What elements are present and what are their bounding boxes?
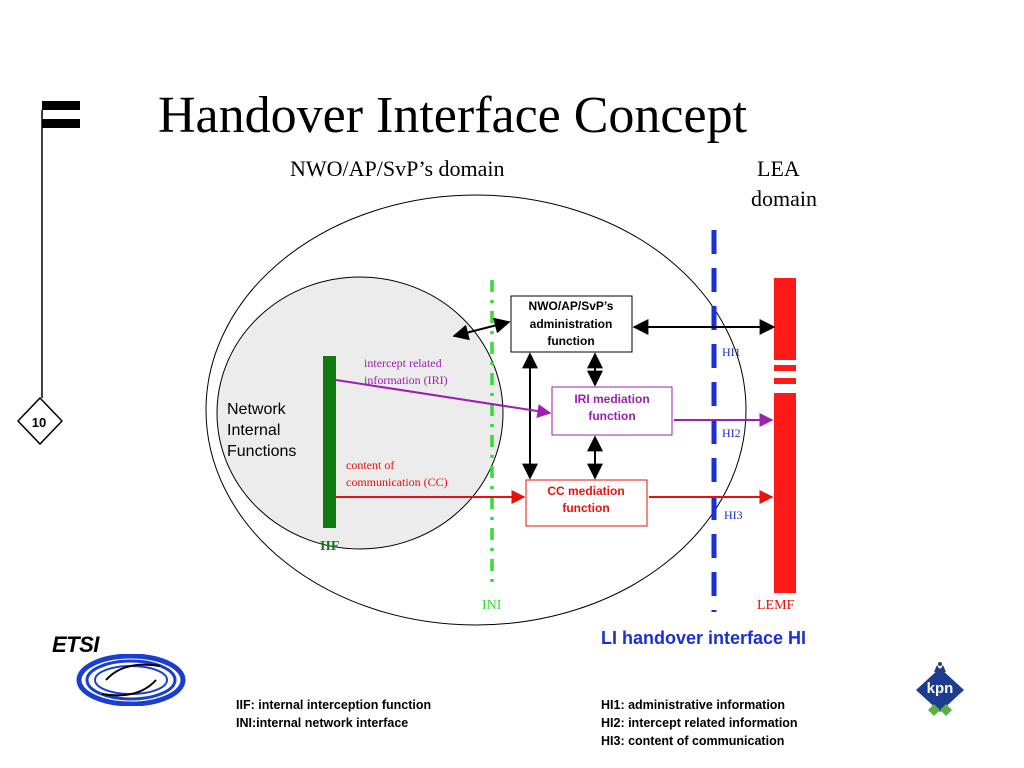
- li-handover-interface-title: LI handover interface HI: [601, 628, 807, 648]
- lemf-bar-top: [774, 278, 796, 360]
- admin-function-box: [510, 295, 633, 353]
- network-internal-functions-line2: Internal: [227, 422, 280, 439]
- cc-mediation-box: [525, 479, 648, 527]
- iri-flow-arrow: [335, 379, 552, 418]
- cc-mediation-line1: CC mediation: [547, 484, 624, 498]
- network-internal-functions-line1: Network: [227, 401, 287, 418]
- iri-label-line2: information (IRI): [364, 373, 448, 387]
- iif-label: IIF: [320, 539, 339, 554]
- network-internal-functions-circle: [216, 276, 504, 550]
- ini-label: INI: [482, 598, 502, 613]
- legend-ini: INI:internal network interface: [236, 716, 409, 730]
- slide-number-diamond: [16, 396, 64, 446]
- lea-domain-label-line2: domain: [751, 186, 817, 211]
- etsi-logo: ETSI: [52, 632, 192, 707]
- kpn-logo: kpn: [908, 660, 972, 718]
- legend-left: IIF: internal interception function INI:…: [236, 696, 431, 732]
- cc-mediation-line2: function: [562, 501, 609, 515]
- legend-hi2: HI2: intercept related information: [601, 716, 798, 730]
- slide-side-ornament: [16, 101, 80, 446]
- lemf-bar-mark2: [774, 378, 796, 384]
- iri-label-line1: intercept related: [364, 356, 442, 370]
- cc-label-line1: content of: [346, 458, 394, 472]
- kpn-crown-icon: [916, 662, 964, 716]
- kpn-logo-text: kpn: [926, 680, 954, 697]
- admin-function-line3: function: [547, 334, 594, 348]
- cc-label-line2: communication (CC): [346, 475, 448, 489]
- lemf-bar-mark1: [774, 365, 796, 371]
- legend-right: HI1: administrative information HI2: int…: [601, 696, 798, 750]
- slide-number: 10: [31, 414, 47, 430]
- legend-hi3: HI3: content of communication: [601, 734, 785, 748]
- network-internal-functions-line3: Functions: [227, 443, 296, 460]
- legend-iif: IIF: internal interception function: [236, 698, 432, 712]
- nwo-domain-label: NWO/AP/SvP’s domain: [290, 156, 505, 181]
- hi2-label: HI2: [722, 426, 741, 440]
- admin-function-line2: administration: [530, 317, 613, 331]
- iif-bar: [323, 356, 336, 528]
- admin-to-network-arrow: [452, 317, 511, 341]
- slide-title: Handover Interface Concept: [158, 87, 748, 144]
- etsi-globe-icon: [76, 654, 186, 706]
- ornament-bar-bottom: [42, 119, 80, 128]
- lemf-label: LEMF: [757, 598, 795, 613]
- ornament-bar-top: [42, 101, 80, 110]
- hi1-label: HI1: [722, 345, 741, 359]
- admin-function-line1: NWO/AP/SvP’s: [529, 299, 614, 313]
- lemf-bar-bottom: [774, 393, 796, 593]
- hi3-label: HI3: [724, 508, 743, 522]
- legend-hi1: HI1: administrative information: [601, 698, 786, 712]
- iri-mediation-box: [551, 386, 673, 436]
- lea-domain-label-line1: LEA: [757, 156, 800, 181]
- etsi-logo-text: ETSI: [52, 632, 99, 657]
- iri-mediation-line2: function: [588, 409, 635, 423]
- iri-mediation-line1: IRI mediation: [574, 392, 649, 406]
